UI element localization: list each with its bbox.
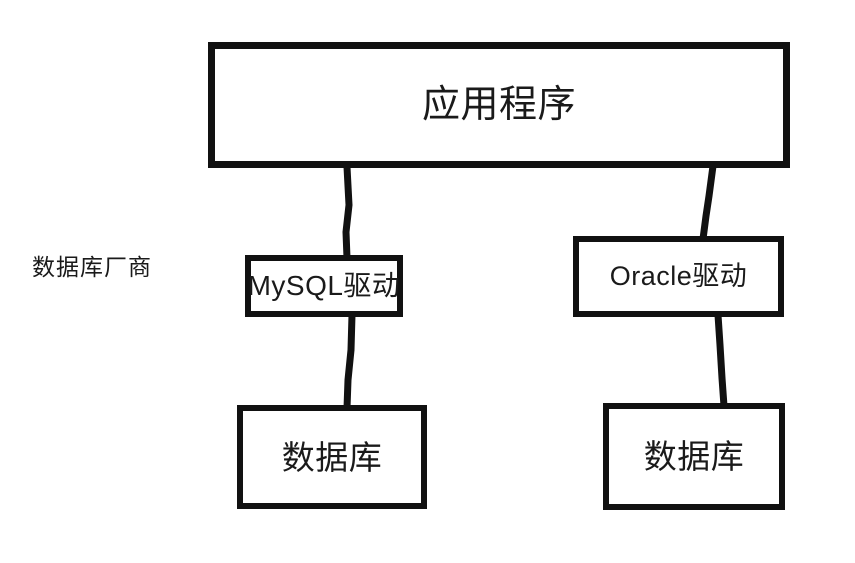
node-oracle-driver[interactable]: Oracle驱动 xyxy=(573,236,784,317)
edge-app-to-oracle-driver xyxy=(699,165,717,240)
node-application[interactable]: 应用程序 xyxy=(208,42,790,168)
database-vendor-annotation: 数据库厂商 xyxy=(32,254,152,280)
node-database-left[interactable]: 数据库 xyxy=(237,405,427,509)
edge-oracle-driver-to-database xyxy=(714,314,728,407)
edge-app-to-mysql-driver xyxy=(342,166,353,259)
edge-mysql-driver-to-database xyxy=(343,314,356,409)
node-database-left-label: 数据库 xyxy=(281,438,383,476)
node-oracle-driver-label: Oracle驱动 xyxy=(609,261,748,291)
node-application-label: 应用程序 xyxy=(421,84,576,126)
node-database-right-label: 数据库 xyxy=(643,438,745,475)
node-mysql-driver-label: MySQL驱动 xyxy=(247,270,401,301)
node-database-right[interactable]: 数据库 xyxy=(603,403,785,510)
node-mysql-driver[interactable]: MySQL驱动 xyxy=(245,255,403,317)
